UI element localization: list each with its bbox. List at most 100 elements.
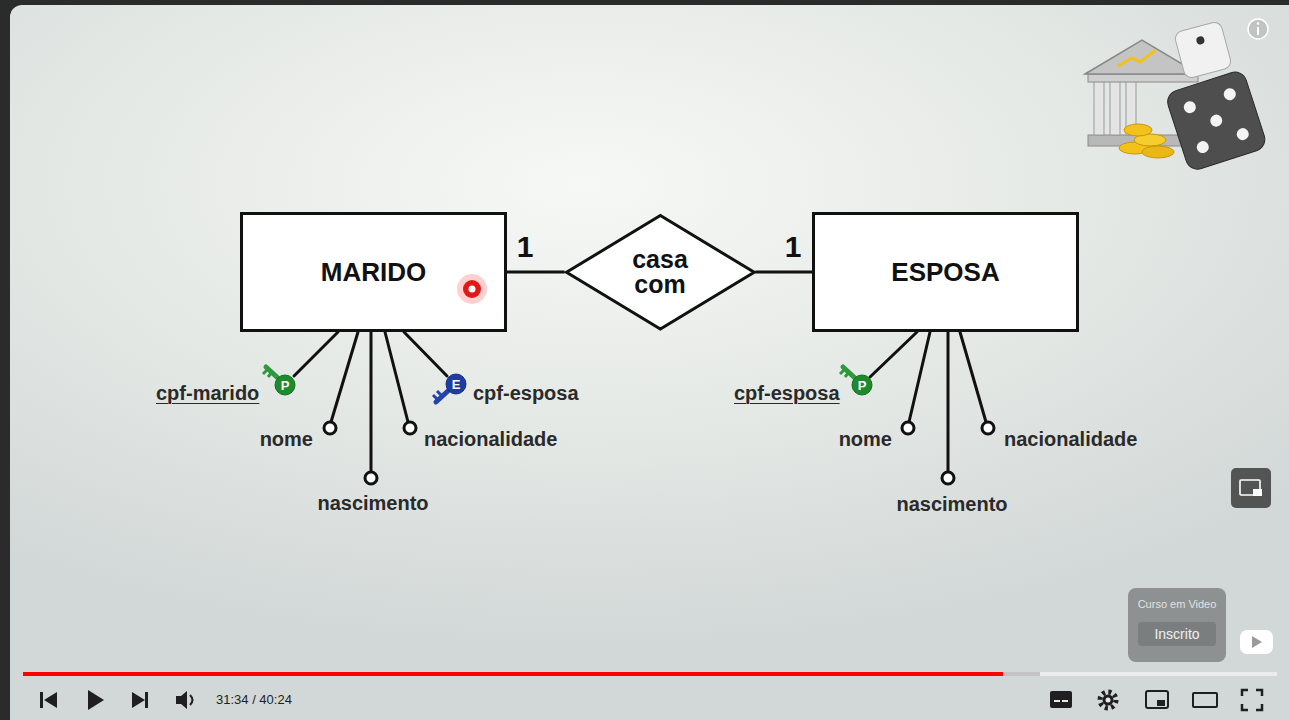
diamond-shape [566,215,754,329]
attribute-circle [365,472,377,484]
big-die [1165,69,1268,172]
key-letter: P [858,379,867,392]
relationship-line [755,270,812,273]
node-content: casa com [624,247,696,297]
volume-button [176,691,187,709]
entity-box: MARIDO [240,212,507,332]
attribute-circle [982,422,994,434]
primary-key-icon [840,367,872,395]
channel-panel [1128,588,1273,662]
attribute-circle [942,472,954,484]
die-pip [1182,100,1197,115]
next-button [145,692,148,708]
laser-pointer [457,274,487,304]
attribute-line [909,332,930,422]
key-tooth [437,391,442,396]
key-shaft [266,367,279,379]
key-tooth [840,369,845,374]
attribute-label: nacionalidade [424,428,557,450]
primary-key-attribute: cpf-esposa [734,382,840,404]
primary-key-attribute: cpf-marido [156,382,259,404]
key-letter: E [452,378,461,391]
key-head [275,375,295,395]
youtube-logo [1240,630,1273,654]
settings-button [1103,695,1114,706]
key-tooth [263,369,268,374]
key-head [446,374,466,394]
gold-coin [1124,124,1152,136]
info-dot [1257,22,1260,25]
die-pip [1222,87,1237,102]
pointer-glow [457,274,487,304]
die-pip [1195,140,1210,155]
attribute-line [385,332,408,422]
progress-played [23,672,1003,676]
attribute-line [331,332,358,422]
key-head [852,375,872,395]
bank-dice-logo [1085,21,1268,173]
attribute-line [294,332,338,376]
entity-box: ESPOSA [812,212,1079,332]
pip-bg [1231,468,1271,508]
pip-button [1231,468,1271,508]
node-label: ESPOSA [891,257,999,287]
node-content: MARIDO [321,257,426,287]
prev-button [40,692,43,708]
key-shaft [843,367,856,379]
relationship-line [507,270,565,273]
cardinality-label: 1 [517,232,534,262]
attribute-lines [294,332,994,484]
attribute-line [404,332,447,376]
attribute-label: nome [260,428,313,450]
pointer-center [469,286,476,293]
next-button [132,692,145,708]
pointer-dot [463,280,481,298]
subtitles-button [1050,691,1072,708]
youtube-play [1252,636,1262,648]
attribute-label: nome [839,428,892,450]
key-shaft [436,390,449,402]
attribute-circle [902,422,914,434]
info-stem [1257,27,1259,35]
die-pip [1209,113,1224,128]
node-label: MARIDO [321,257,426,287]
bank-column [1110,80,1120,135]
subtitles-line [1062,700,1068,702]
node-label: casa com [624,247,696,297]
time-display: 31:34 / 40:24 [216,692,292,708]
key-tooth [845,372,849,377]
progress-buffer [1003,672,1040,676]
node-content: ESPOSA [891,257,999,287]
small-die [1174,21,1233,80]
die-pip [1235,127,1250,142]
settings-button [1100,692,1116,708]
attribute-circle [404,422,416,434]
primary-key-icon [263,367,295,395]
attribute-label: nascimento [317,492,428,514]
subscribe-label: Inscrito [1154,626,1199,643]
attribute-line [960,332,986,422]
prev-button [44,692,57,708]
subscribe-button [1138,622,1216,646]
die-face [1174,21,1233,80]
pip-inner [1253,489,1262,496]
gold-arrow [1118,50,1156,66]
key-tooth [433,395,438,400]
foreign-key-icon [433,374,466,402]
attribute-line [947,332,950,472]
channel-name: Curso em Video [1138,598,1217,611]
miniplayer-inner [1157,700,1165,706]
relationship-diamond: casa com [565,214,756,331]
key-tooth [268,372,272,377]
info-ring [1248,19,1268,39]
die-face [1165,69,1268,172]
fullscreen-button [1242,690,1262,710]
theater-button [1193,693,1217,707]
die-pip [1196,35,1206,45]
play-button [88,690,104,710]
